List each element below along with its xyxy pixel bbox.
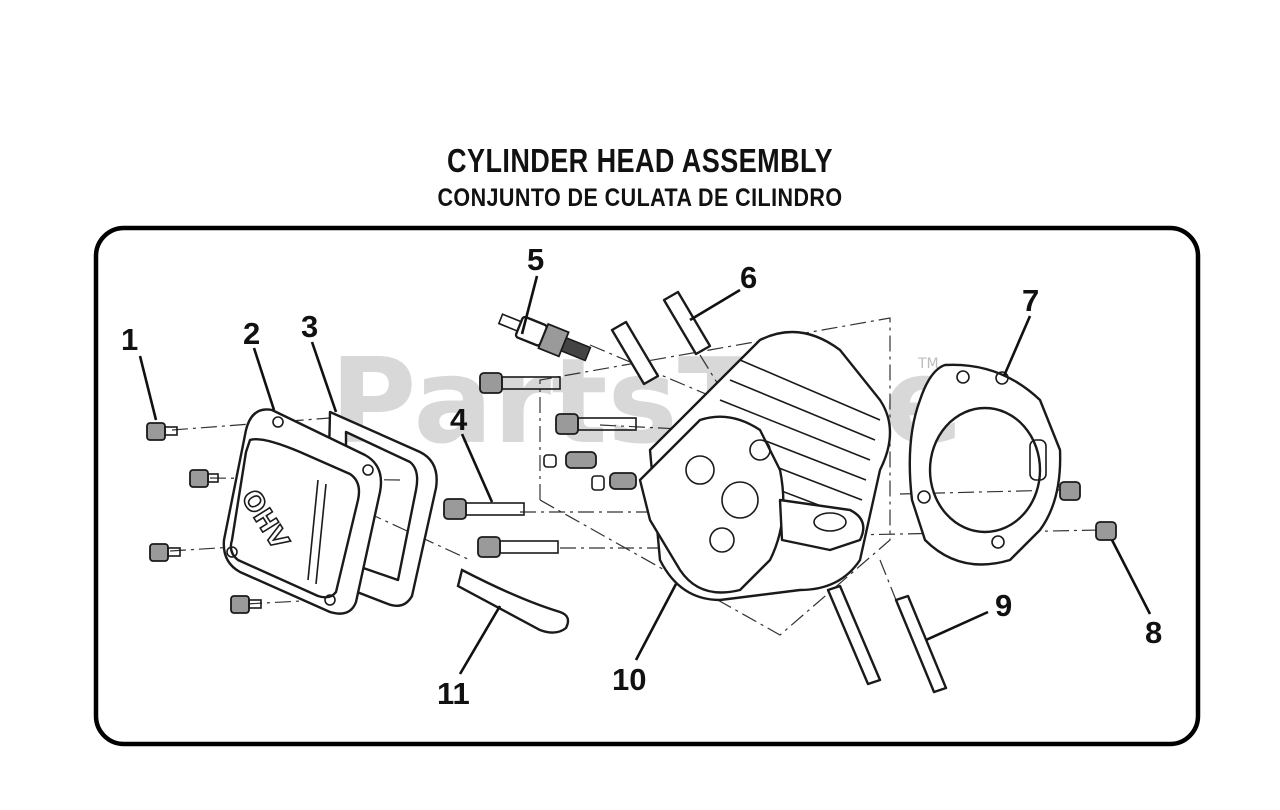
leader-lines xyxy=(138,275,1152,675)
diagram-title: CYLINDER HEAD ASSEMBLY xyxy=(447,142,833,179)
part-1-cover-bolts xyxy=(146,422,262,614)
part-9-long-studs xyxy=(826,584,948,694)
callout-10: 10 xyxy=(612,662,646,697)
part-4-head-bolts xyxy=(443,372,637,558)
callout-4: 4 xyxy=(450,402,468,437)
callout-9: 9 xyxy=(995,588,1012,623)
watermark-trademark: TM xyxy=(917,356,939,372)
callout-6: 6 xyxy=(740,260,757,295)
part-3-cover-gasket xyxy=(324,410,438,607)
part-6-studs xyxy=(610,290,712,386)
part-10-cylinder-head xyxy=(638,330,892,602)
callout-7: 7 xyxy=(1022,283,1039,318)
part-11-breather-tube xyxy=(456,568,570,634)
diagram-subtitle: CONJUNTO DE CULATA DE CILINDRO xyxy=(437,184,843,212)
callout-3: 3 xyxy=(301,309,318,344)
part-8-fittings xyxy=(1059,481,1117,541)
callout-labels: 1 2 3 4 5 6 7 8 9 10 11 xyxy=(121,242,1162,711)
part-2-valve-cover: OHV xyxy=(222,408,383,615)
callout-5: 5 xyxy=(527,242,544,277)
callout-2: 2 xyxy=(243,316,260,351)
callout-8: 8 xyxy=(1145,615,1162,650)
diagram-frame xyxy=(93,225,1201,747)
callout-1: 1 xyxy=(121,322,138,357)
part-7-head-gasket xyxy=(908,363,1062,566)
part-5-spark-plug xyxy=(497,313,592,362)
callout-11: 11 xyxy=(437,676,470,711)
gasket-holes xyxy=(917,370,1047,549)
dowel-pins xyxy=(543,451,637,491)
